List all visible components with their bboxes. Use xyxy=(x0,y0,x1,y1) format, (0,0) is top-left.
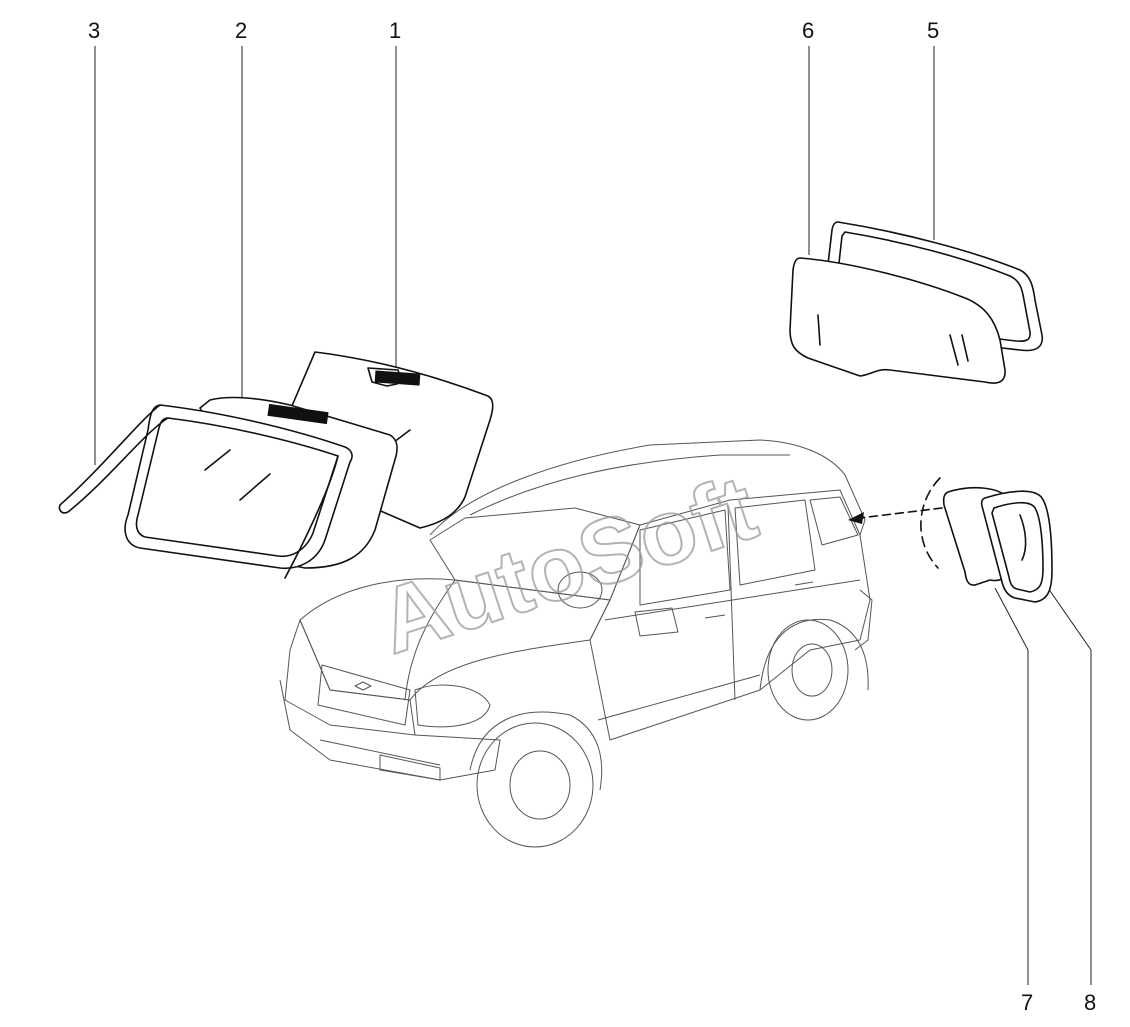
callout-number-3: 3 xyxy=(88,18,100,43)
car-belt-line xyxy=(604,579,861,621)
part-6-rear-door-glass xyxy=(789,257,1006,384)
car-rear-bumper xyxy=(854,589,873,651)
car-side-mirror xyxy=(634,607,679,637)
quarter-window-arrow-head xyxy=(848,512,864,524)
callout-number-7: 7 xyxy=(1021,990,1033,1015)
car-side-body xyxy=(589,489,871,741)
car-fog-lamp xyxy=(379,754,441,781)
quarter-window-dashed-arc xyxy=(920,477,941,569)
part-3-windshield-seal xyxy=(58,404,353,579)
car-front-wheel xyxy=(476,722,594,848)
leader-line-7 xyxy=(994,587,1029,985)
car-headlight xyxy=(414,684,491,728)
car-front-wheel-rim xyxy=(509,750,571,820)
car-front-door-handle xyxy=(704,614,726,619)
quarter-glass-reflection xyxy=(1019,514,1027,561)
car-roof-outline xyxy=(429,439,866,536)
quarter-seal-outer xyxy=(980,490,1053,603)
car-front-door-window xyxy=(639,509,731,606)
seal-molding-side xyxy=(284,455,339,579)
car-front-bumper xyxy=(279,679,501,781)
leader-line-8 xyxy=(1047,587,1092,985)
car-rear-door-handle xyxy=(794,581,814,586)
quarter-seal-inner xyxy=(991,501,1044,593)
callout-2: 2 xyxy=(235,18,247,398)
seal-inner-outline xyxy=(135,417,339,558)
callout-number-6: 6 xyxy=(802,18,814,43)
car-door-split xyxy=(727,504,736,701)
callout-number-1: 1 xyxy=(389,18,401,43)
car-hood-crease xyxy=(404,579,456,701)
callout-number-8: 8 xyxy=(1084,990,1096,1015)
car-front-wheel-arch xyxy=(469,711,603,791)
car-rear-wheel-arch xyxy=(759,618,869,691)
door-glass-reflection-1 xyxy=(817,314,821,346)
car-bumper-line xyxy=(319,739,441,766)
callout-number-2: 2 xyxy=(235,18,247,43)
car-emblem xyxy=(354,681,372,691)
callout-7: 7 xyxy=(994,587,1033,1015)
inner-glass-label-block xyxy=(267,403,329,425)
car-sill-line xyxy=(597,674,761,721)
callout-8: 8 xyxy=(1047,587,1096,1015)
car-rear-wheel-rim xyxy=(791,643,833,697)
door-glass-outline xyxy=(789,257,1006,384)
callout-5: 5 xyxy=(927,18,939,240)
callout-number-5: 5 xyxy=(927,18,939,43)
callout-3: 3 xyxy=(88,18,100,465)
callout-6: 6 xyxy=(802,18,814,255)
callout-1: 1 xyxy=(389,18,401,372)
car-front-face xyxy=(284,619,416,736)
car-grille xyxy=(317,664,411,726)
car-rear-wheel xyxy=(767,619,849,721)
car-quarter-window xyxy=(809,496,859,546)
windshield-label-block xyxy=(374,370,421,386)
seal-outer-outline xyxy=(124,404,353,569)
car-roof-line xyxy=(469,454,790,516)
car-body xyxy=(279,439,873,848)
car-steering-wheel xyxy=(557,571,603,609)
seal-molding-strip xyxy=(58,404,169,514)
seal-glass-reflection xyxy=(204,449,271,501)
quarter-window-dashed-arrow-line xyxy=(859,507,943,519)
part-8-quarter-seal xyxy=(980,490,1053,603)
door-glass-reflection-2 xyxy=(949,334,969,366)
car-rear-door-window xyxy=(734,499,816,586)
